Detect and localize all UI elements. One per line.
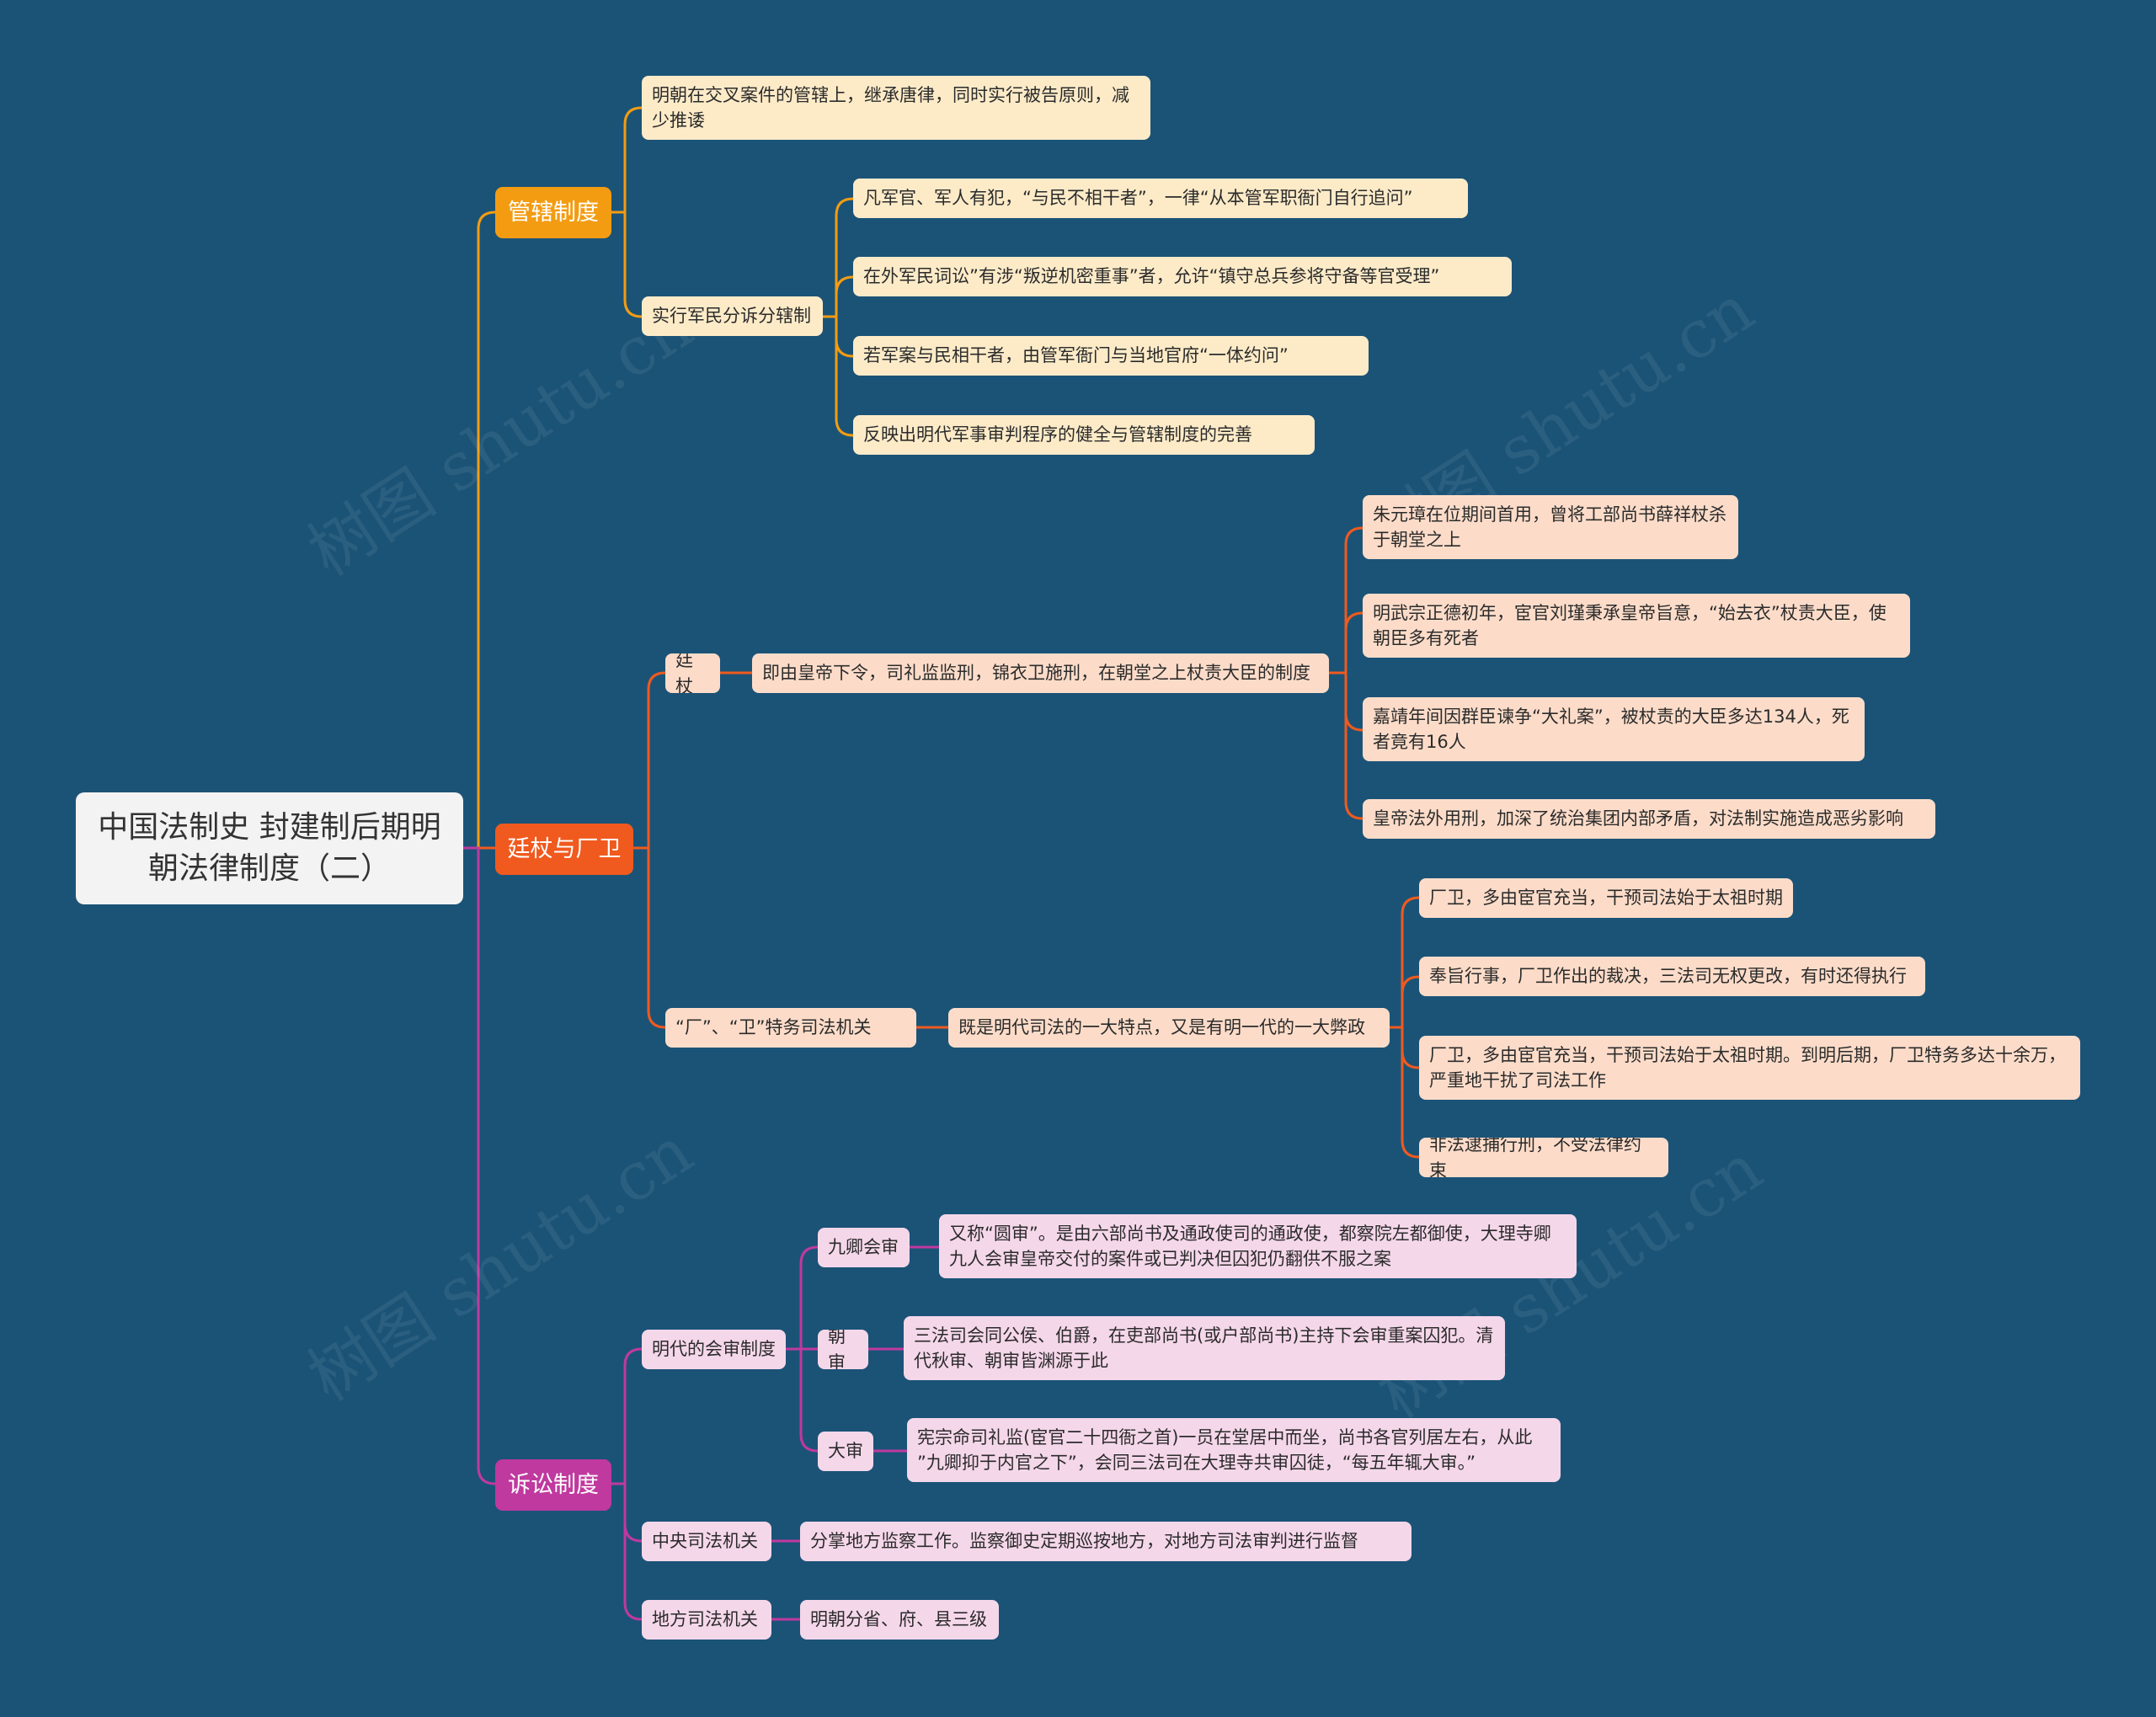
root-topic[interactable]: 中国法制史 封建制后期明朝法律制度（二）	[76, 792, 463, 904]
court-review-desc[interactable]: 三法司会同公侯、伯爵，在吏部尚书(或户部尚书)主持下会审重案囚犯。清代秋审、朝审…	[904, 1316, 1505, 1380]
secret-police-fact-1[interactable]: 厂卫，多由宦官充当，干预司法始于太祖时期	[1419, 878, 1793, 918]
secret-police-fact-2[interactable]: 奉旨行事，厂卫作出的裁决，三法司无权更改，有时还得执行	[1419, 957, 1925, 996]
joint-trial-system[interactable]: 明代的会审制度	[642, 1330, 786, 1369]
nine-ministers-desc[interactable]: 又称“圆审”。是由六部尚书及通政使司的通政使，都察院左都御使，大理寺卿九人会审皇…	[939, 1214, 1577, 1278]
court-flogging[interactable]: 廷杖	[665, 653, 720, 693]
military-case-3[interactable]: 若军案与民相干者，由管军衙门与当地官府“一体约问”	[853, 336, 1369, 376]
jurisdiction-principle[interactable]: 明朝在交叉案件的管辖上，继承唐律，同时实行被告原则，减少推诿	[642, 76, 1150, 140]
military-case-4[interactable]: 反映出明代军事审判程序的健全与管辖制度的完善	[853, 415, 1315, 455]
secret-police-fact-3[interactable]: 厂卫，多由宦官充当，干预司法始于太祖时期。到明后期，厂卫特务多达十余万，严重地干…	[1419, 1036, 2080, 1100]
secret-police-agencies[interactable]: “厂”、“卫”特务司法机关	[665, 1008, 916, 1048]
court-flogging-definition[interactable]: 即由皇帝下令，司礼监监刑，锦衣卫施刑，在朝堂之上杖责大臣的制度	[752, 653, 1329, 693]
local-judicial-organs[interactable]: 地方司法机关	[642, 1600, 771, 1640]
grand-review[interactable]: 大审	[818, 1432, 873, 1471]
branch-litigation[interactable]: 诉讼制度	[495, 1459, 611, 1511]
central-judicial-organs[interactable]: 中央司法机关	[642, 1522, 771, 1561]
grand-review-desc[interactable]: 宪宗命司礼监(宦官二十四衙之首)一员在堂居中而坐，尚书各官列居左右，从此 ”九卿…	[907, 1418, 1561, 1482]
secret-police-description[interactable]: 既是明代司法的一大特点，又是有明一代的一大弊政	[948, 1008, 1390, 1048]
central-judicial-desc[interactable]: 分掌地方监察工作。监察御史定期巡按地方，对地方司法审判进行监督	[800, 1522, 1412, 1561]
secret-police-fact-4[interactable]: 非法逮捕行刑，不受法律约束	[1419, 1138, 1668, 1177]
military-case-1[interactable]: 凡军官、军人有犯，“与民不相干者”，一律“从本管军职衙门自行追问”	[853, 179, 1468, 218]
flogging-fact-2[interactable]: 明武宗正德初年，宦官刘瑾秉承皇帝旨意，“始去衣”杖责大臣，使朝臣多有死者	[1363, 594, 1910, 658]
flogging-fact-1[interactable]: 朱元璋在位期间首用，曾将工部尚书薛祥杖杀于朝堂之上	[1363, 495, 1738, 559]
branch-court-flogging[interactable]: 廷杖与厂卫	[495, 824, 633, 875]
military-case-2[interactable]: 在外军民词讼”有涉“叛逆机密重事”者，允许“镇守总兵参将守备等官受理”	[853, 257, 1512, 296]
local-judicial-desc[interactable]: 明朝分省、府、县三级	[800, 1600, 999, 1640]
flogging-fact-3[interactable]: 嘉靖年间因群臣谏争“大礼案”，被杖责的大臣多达134人，死者竟有16人	[1363, 697, 1865, 761]
branch-jurisdiction[interactable]: 管辖制度	[495, 187, 611, 238]
flogging-fact-4[interactable]: 皇帝法外用刑，加深了统治集团内部矛盾，对法制实施造成恶劣影响	[1363, 799, 1935, 839]
military-civil-jurisdiction[interactable]: 实行军民分诉分辖制	[642, 296, 823, 336]
court-review[interactable]: 朝审	[818, 1330, 868, 1369]
nine-ministers-trial[interactable]: 九卿会审	[818, 1228, 910, 1267]
